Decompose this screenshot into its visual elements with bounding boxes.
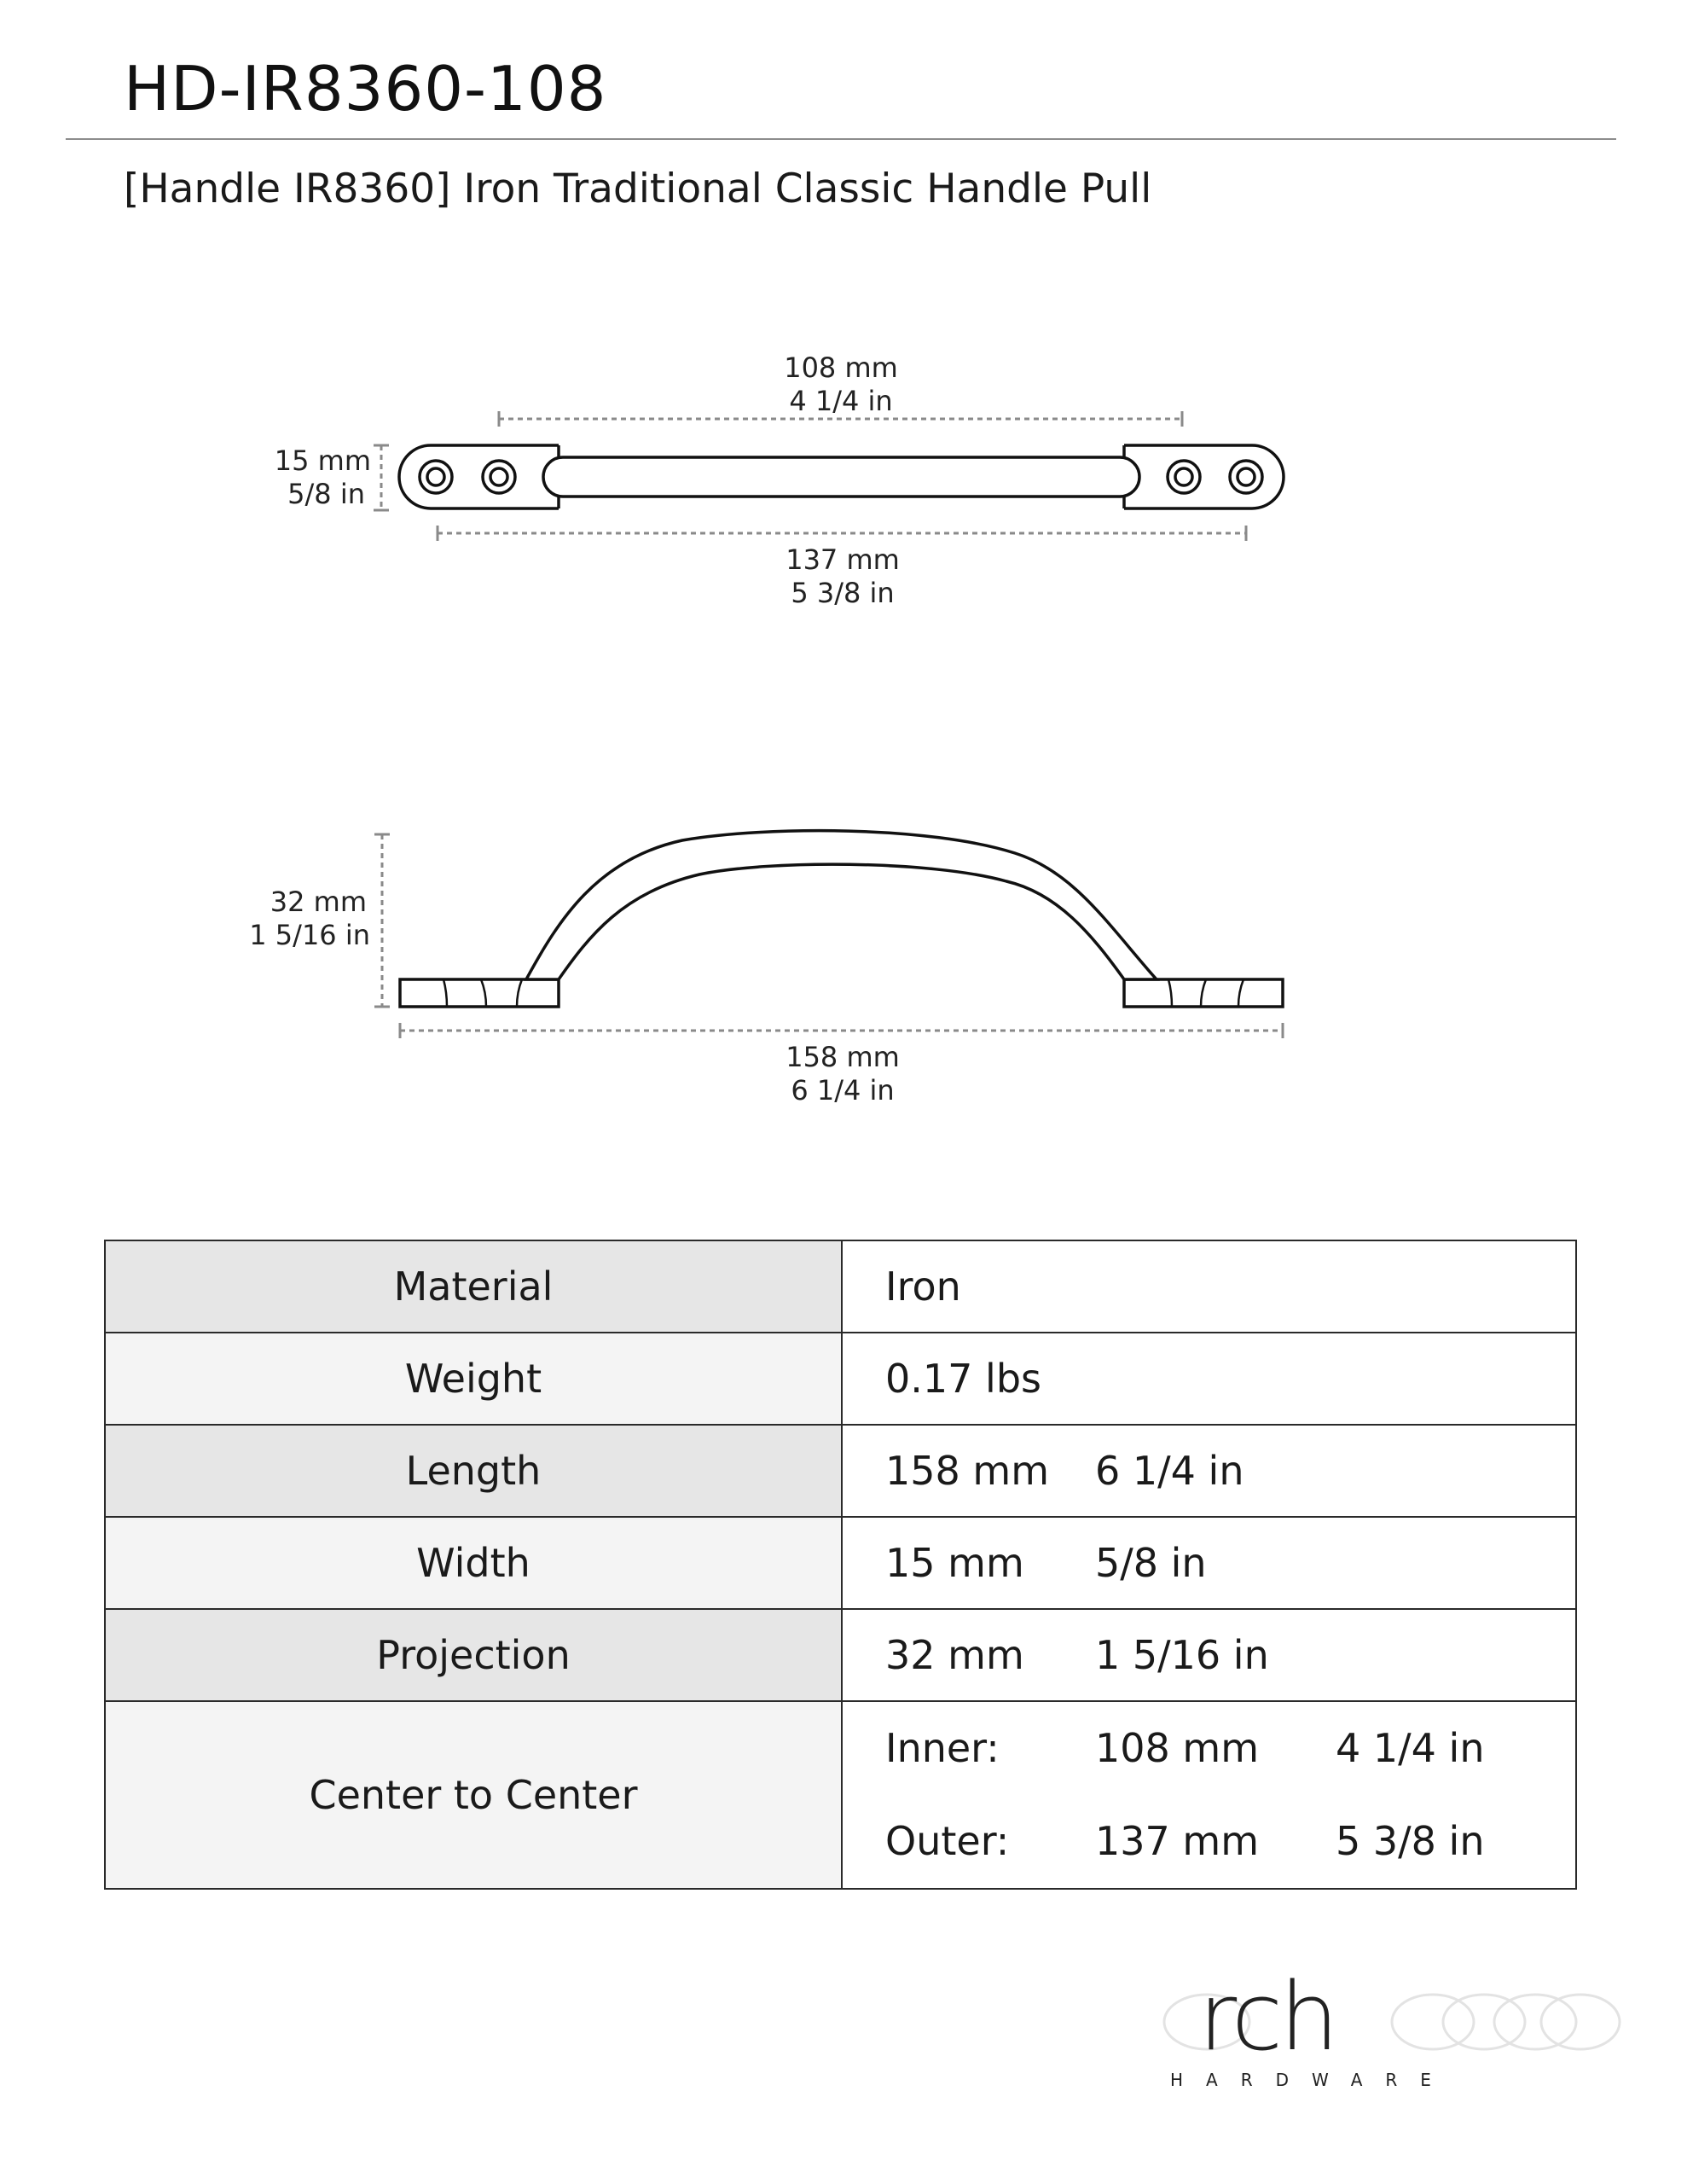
outer-in-label: 5 3/8 in <box>791 577 894 609</box>
spec-label: Weight <box>104 1332 843 1426</box>
spec-value-in: 5/8 in <box>1095 1540 1207 1586</box>
inner-label: Inner: <box>885 1725 1000 1771</box>
width-mm-label: 15 mm <box>275 444 371 477</box>
projection-in-label: 1 5/16 in <box>249 919 370 951</box>
spec-label: Projection <box>104 1608 843 1702</box>
spec-row-projection: Projection 32 mm 1 5/16 in <box>104 1608 1577 1702</box>
projection-mm-label: 32 mm <box>270 886 367 918</box>
technical-drawing: 108 mm 4 1/4 in 15 mm 5/8 in 137 mm 5 3/… <box>249 351 1285 1107</box>
inner-mm-label: 108 mm <box>784 351 898 384</box>
spec-value-in: 1 5/16 in <box>1095 1632 1269 1678</box>
product-description: [Handle IR8360] Iron Traditional Classic… <box>124 166 1152 212</box>
inner-line: Inner: 108 mm 4 1/4 in <box>885 1702 1575 1795</box>
length-mm-label: 158 mm <box>786 1041 900 1073</box>
inner-mm: 108 mm <box>1095 1725 1260 1771</box>
spec-row-center-to-center: Center to Center Inner: 108 mm 4 1/4 in Ou… <box>104 1700 1577 1890</box>
spec-value-in: 6 1/4 in <box>1095 1448 1244 1494</box>
side-view-dimension-lines <box>374 833 1284 1038</box>
outer-in: 5 3/8 in <box>1336 1818 1485 1864</box>
left-plate <box>397 444 559 510</box>
inner-in-label: 4 1/4 in <box>789 385 892 417</box>
page-title: HD-IR8360-108 <box>124 53 607 125</box>
outer-label: Outer: <box>885 1818 1010 1864</box>
length-in-label: 6 1/4 in <box>791 1074 894 1107</box>
logo-subtitle: HARDWARE <box>1170 2070 1454 2090</box>
right-plate <box>1124 444 1285 510</box>
outer-line: Outer: 137 mm 5 3/8 in <box>885 1795 1575 1888</box>
spec-label: Center to Center <box>104 1700 843 1890</box>
spec-value: 32 mm 1 5/16 in <box>841 1608 1577 1702</box>
spec-value: 158 mm 6 1/4 in <box>841 1424 1577 1518</box>
spec-row-weight: Weight 0.17 lbs <box>104 1332 1577 1426</box>
spec-value-mm: 32 mm <box>885 1632 1024 1678</box>
right-base-plate <box>1122 978 1284 1008</box>
spec-label: Length <box>104 1424 843 1518</box>
inner-in: 4 1/4 in <box>1336 1725 1485 1771</box>
spec-label: Material <box>104 1240 843 1333</box>
top-view-dimension-lines <box>374 411 1248 541</box>
spec-row-length: Length 158 mm 6 1/4 in <box>104 1424 1577 1518</box>
spec-value: 0.17 lbs <box>841 1332 1577 1426</box>
side-view <box>398 828 1284 1008</box>
outer-mm-label: 137 mm <box>786 543 900 576</box>
left-base-plate <box>398 978 560 1008</box>
spec-value: Iron <box>841 1240 1577 1333</box>
brand-logo: rch <box>1162 1971 1621 2065</box>
top-view <box>397 444 1285 510</box>
spec-value: 15 mm 5/8 in <box>841 1516 1577 1610</box>
header-divider <box>66 138 1616 140</box>
grip-bar <box>542 456 1141 498</box>
width-in-label: 5/8 in <box>287 478 365 510</box>
spec-label: Width <box>104 1516 843 1610</box>
screw-holes <box>418 459 1264 495</box>
spec-value: Inner: 108 mm 4 1/4 in Outer: 137 mm 5 3/8 i… <box>841 1700 1577 1890</box>
spec-row-width: Width 15 mm 5/8 in <box>104 1516 1577 1610</box>
spec-value-mm: 158 mm <box>885 1448 1050 1494</box>
spec-row-material: Material Iron <box>104 1240 1577 1333</box>
arched-grip <box>524 828 1160 981</box>
outer-mm: 137 mm <box>1095 1818 1260 1864</box>
logo-wordmark: rch <box>1198 1971 1336 2065</box>
spec-value-mm: 15 mm <box>885 1540 1024 1586</box>
spec-table: Material Iron Weight 0.17 lbs Length 158… <box>104 1240 1577 1890</box>
